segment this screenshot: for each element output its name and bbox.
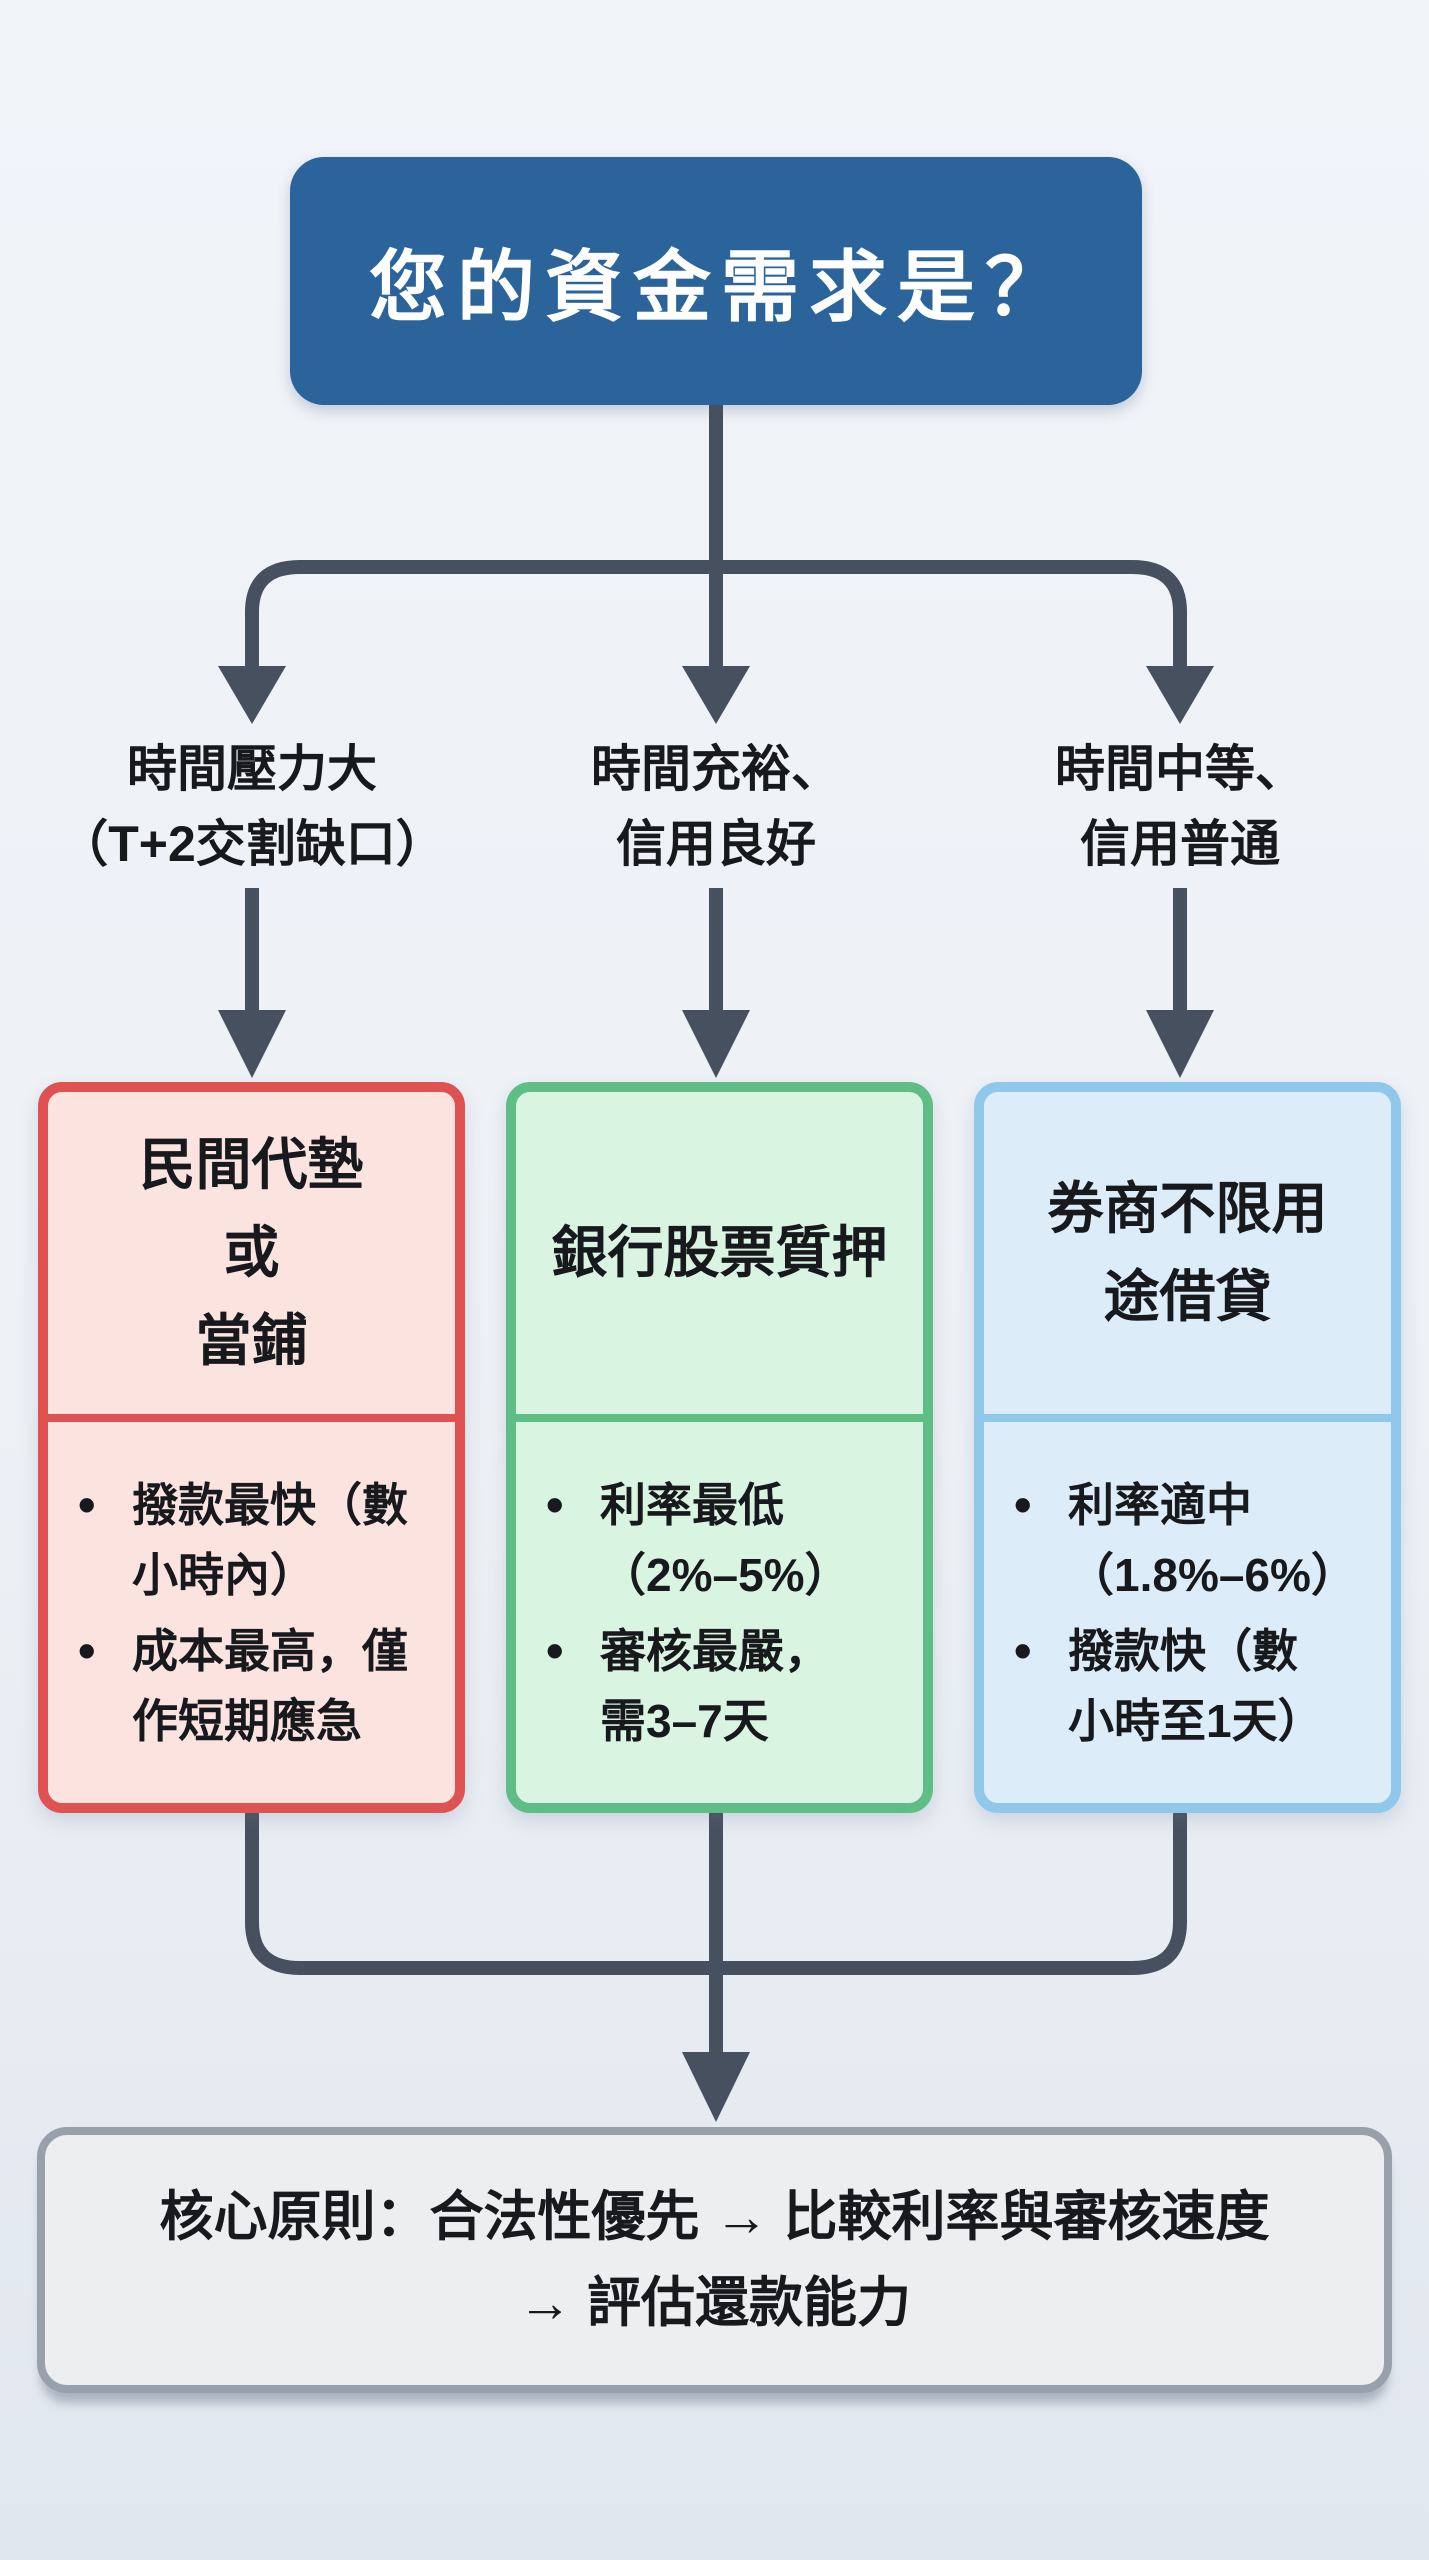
bullet-line: 利率最低 bbox=[600, 1478, 784, 1531]
bullet-icon: • bbox=[546, 1622, 564, 1679]
bullet-line: 成本最高，僅 bbox=[132, 1624, 408, 1677]
bullet-text: 審核最嚴， 需3–7天 bbox=[600, 1616, 830, 1756]
decision-question-box: 您的資金需求是？ bbox=[290, 157, 1142, 405]
branch-label-time-ample: 時間充裕、 信用良好 bbox=[476, 732, 956, 882]
card-private-lending-or-pawnshop: 民間代墊 或 當鋪 • 撥款最快（數 小時內） • 成本最高，僅 作短期應急 bbox=[38, 1082, 465, 1813]
bullet-line: （1.8%–6%） bbox=[1068, 1548, 1357, 1601]
branch-label-time-medium: 時間中等、 信用普通 bbox=[940, 732, 1420, 882]
bullet-text: 利率最低 （2%–5%） bbox=[600, 1470, 851, 1610]
card-title-line: 或 bbox=[223, 1221, 280, 1284]
core-principle-line-1: 核心原則：合法性優先 → 比較利率與審核速度 bbox=[159, 2187, 1270, 2247]
branch-label-line: 時間中等、 bbox=[1055, 741, 1305, 797]
branch-label-line: 時間壓力大 bbox=[127, 741, 377, 797]
card-title-line: 銀行股票質押 bbox=[551, 1221, 888, 1284]
bullet-text: 撥款快（數 小時至1天） bbox=[1068, 1616, 1324, 1756]
arrow-down-icon bbox=[218, 1010, 286, 1078]
bullet-item: • 撥款最快（數 小時內） bbox=[78, 1470, 433, 1610]
core-principle-line-2: → 評估還款能力 bbox=[517, 2273, 911, 2333]
card-title: 券商不限用 途借貸 bbox=[984, 1092, 1391, 1422]
branch-label-line: 信用普通 bbox=[1080, 816, 1280, 872]
branch-label-line: （T+2交割缺口） bbox=[58, 816, 446, 872]
card-title-line: 當鋪 bbox=[195, 1309, 308, 1372]
bullet-icon: • bbox=[546, 1476, 564, 1533]
arrow-down-icon bbox=[1146, 666, 1214, 724]
arrow-down-icon bbox=[682, 2052, 750, 2122]
bullet-line: 撥款最快（數 bbox=[132, 1478, 408, 1531]
arrow-down-icon bbox=[682, 666, 750, 724]
branch-label-line: 信用良好 bbox=[616, 816, 816, 872]
arrow-down-icon bbox=[682, 1010, 750, 1078]
bullet-text: 利率適中 （1.8%–6%） bbox=[1068, 1470, 1357, 1610]
bullet-item: • 審核最嚴， 需3–7天 bbox=[546, 1616, 901, 1756]
bullet-line: 撥款快（數 bbox=[1068, 1624, 1298, 1677]
bullet-item: • 利率適中 （1.8%–6%） bbox=[1014, 1470, 1369, 1610]
bullet-text: 成本最高，僅 作短期應急 bbox=[132, 1616, 408, 1756]
branch-label-time-pressure: 時間壓力大 （T+2交割缺口） bbox=[12, 732, 492, 882]
card-details: • 利率最低 （2%–5%） • 審核最嚴， 需3–7天 bbox=[516, 1422, 923, 1803]
card-title-line: 途借貸 bbox=[1103, 1265, 1272, 1328]
bullet-text: 撥款最快（數 小時內） bbox=[132, 1470, 408, 1610]
decision-question-text: 您的資金需求是？ bbox=[368, 243, 1073, 331]
core-principle-box: 核心原則：合法性優先 → 比較利率與審核速度 → 評估還款能力 bbox=[37, 2127, 1392, 2393]
bullet-line: 小時至1天） bbox=[1068, 1694, 1324, 1747]
bullet-item: • 撥款快（數 小時至1天） bbox=[1014, 1616, 1369, 1756]
card-title: 銀行股票質押 bbox=[516, 1092, 923, 1422]
bullet-line: 利率適中 bbox=[1068, 1478, 1252, 1531]
bullet-icon: • bbox=[1014, 1476, 1032, 1533]
bullet-line: 作短期應急 bbox=[132, 1694, 362, 1747]
bullet-line: 小時內） bbox=[132, 1548, 316, 1601]
bullet-icon: • bbox=[78, 1476, 96, 1533]
card-broker-unrestricted-loan: 券商不限用 途借貸 • 利率適中 （1.8%–6%） • 撥款快（數 小時至1天… bbox=[974, 1082, 1401, 1813]
card-title-line: 民間代墊 bbox=[139, 1133, 364, 1196]
bullet-item: • 利率最低 （2%–5%） bbox=[546, 1470, 901, 1610]
bullet-icon: • bbox=[1014, 1622, 1032, 1679]
branch-label-line: 時間充裕、 bbox=[591, 741, 841, 797]
bullet-icon: • bbox=[78, 1622, 96, 1679]
arrow-down-icon bbox=[218, 666, 286, 724]
arrow-down-icon bbox=[1146, 1010, 1214, 1078]
bullet-line: 需3–7天 bbox=[600, 1694, 769, 1747]
card-bank-stock-pledge: 銀行股票質押 • 利率最低 （2%–5%） • 審核最嚴， 需3–7天 bbox=[506, 1082, 933, 1813]
card-details: • 撥款最快（數 小時內） • 成本最高，僅 作短期應急 bbox=[48, 1422, 455, 1803]
bullet-line: 審核最嚴， bbox=[600, 1624, 830, 1677]
bullet-line: （2%–5%） bbox=[600, 1548, 851, 1601]
top-branch-bar bbox=[245, 560, 1187, 672]
card-title-line: 券商不限用 bbox=[1047, 1177, 1328, 1240]
card-title: 民間代墊 或 當鋪 bbox=[48, 1092, 455, 1422]
bullet-item: • 成本最高，僅 作短期應急 bbox=[78, 1616, 433, 1756]
card-details: • 利率適中 （1.8%–6%） • 撥款快（數 小時至1天） bbox=[984, 1422, 1391, 1803]
